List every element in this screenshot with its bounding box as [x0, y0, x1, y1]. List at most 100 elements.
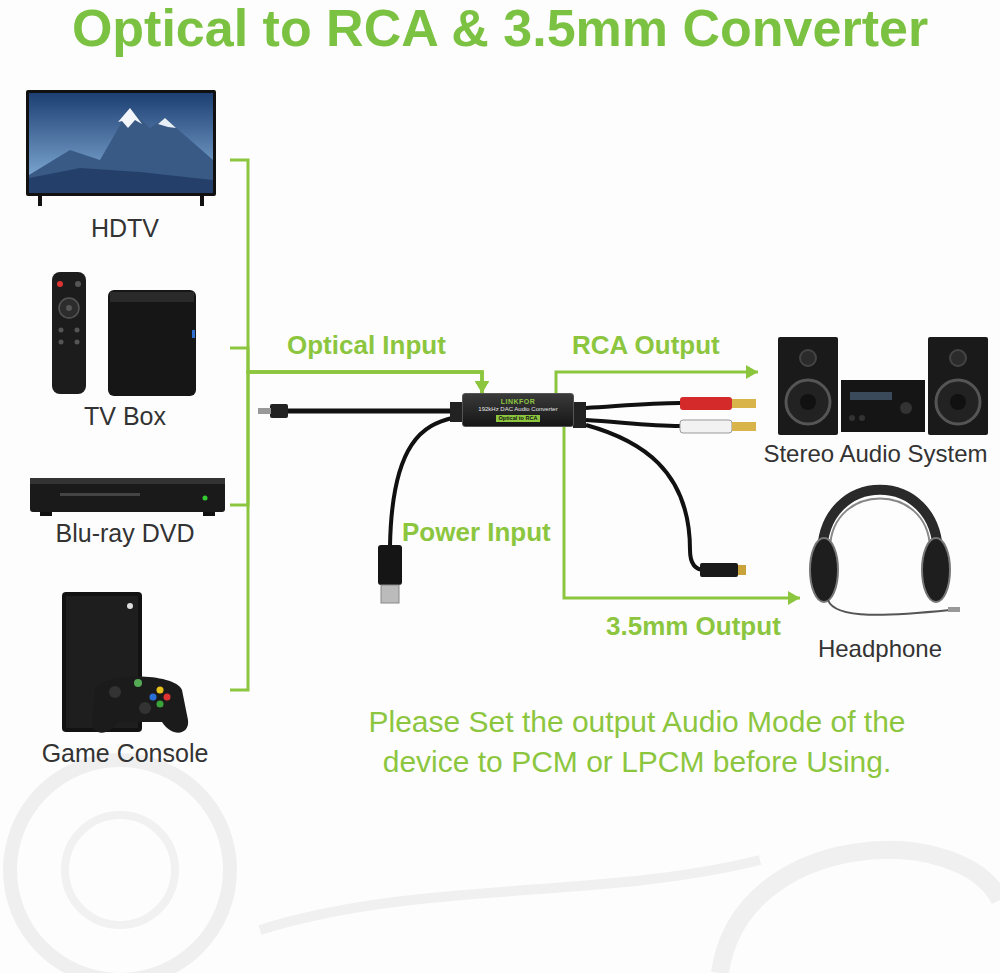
- stereo-system-picture-part: [849, 415, 855, 421]
- arrow-head: [475, 381, 489, 393]
- hdtv-picture-part: [118, 108, 142, 128]
- device-node: TV Box: [20, 268, 230, 433]
- headphone-picture-part: [828, 600, 950, 615]
- background-decoration-part: [65, 815, 175, 925]
- game-console-picture-part: [92, 677, 188, 733]
- hdtv-picture-part: [29, 108, 213, 193]
- converter-cables-part: [381, 585, 399, 603]
- signal-connector: [230, 160, 489, 393]
- converter-cables-part: [732, 422, 756, 431]
- converter-cables-part: [732, 399, 756, 408]
- signal-connector: [556, 365, 758, 393]
- converter-cables-part: [700, 563, 738, 577]
- tv-box-picture-part: [59, 328, 64, 333]
- blu-ray-picture-part: [203, 512, 215, 516]
- tv-box-picture-part: [75, 281, 81, 287]
- tv-box-picture: [52, 272, 196, 396]
- device-node: HDTV: [20, 85, 230, 245]
- blu-ray-picture-part: [30, 478, 225, 484]
- port-label: Power Input: [402, 518, 551, 548]
- blu-ray-picture-part: [60, 493, 140, 496]
- hdtv-picture-part: [200, 196, 204, 206]
- arrow-head: [475, 381, 489, 393]
- arrow-head: [475, 381, 489, 393]
- headphone-picture-part: [830, 499, 930, 549]
- device-label: HDTV: [91, 214, 159, 243]
- arrow-head: [746, 365, 758, 379]
- port-label: Optical Input: [287, 331, 446, 361]
- converter-cables-part: [286, 409, 452, 414]
- edge-label: RCA Output: [572, 331, 720, 361]
- tv-box-picture-part: [52, 272, 86, 394]
- blu-ray-picture-part: [40, 512, 52, 516]
- background-decoration-part: [260, 860, 760, 930]
- device-node: Stereo Audio System: [758, 330, 993, 470]
- converter-cables: [258, 397, 756, 603]
- tv-box-picture-part: [192, 330, 195, 338]
- tv-box-picture-part: [66, 305, 72, 311]
- diagram-title: Optical to RCA & 3.5mm Converter: [0, 0, 1000, 58]
- game-console-picture-part: [139, 702, 151, 714]
- device-label: Blu-ray DVD: [56, 519, 195, 548]
- headphone-picture-part: [922, 538, 950, 602]
- hdtv-picture-part: [158, 118, 176, 128]
- stereo-system-picture-part: [850, 392, 892, 400]
- hdtv-picture: [26, 90, 216, 206]
- game-console-picture-part: [164, 694, 171, 701]
- converter-cables-part: [680, 420, 732, 433]
- converter-cables-part: [586, 420, 680, 426]
- blu-ray-picture: [30, 478, 225, 516]
- device-node: Headphone: [800, 480, 960, 665]
- stereo-system-picture-part: [778, 337, 838, 435]
- background-decoration-part: [10, 760, 230, 973]
- hdtv-picture-part: [29, 168, 213, 193]
- converter-text: 192kHz DAC Audio Converter: [478, 406, 557, 413]
- tv-box-picture-part: [108, 290, 196, 396]
- connector-line: [230, 372, 482, 505]
- stereo-system-picture-part: [900, 402, 912, 414]
- game-console-picture-part: [157, 701, 164, 708]
- arrow-head: [788, 591, 800, 605]
- game-console-picture-part: [134, 679, 142, 687]
- device-label: Game Console: [42, 739, 209, 768]
- blu-ray-picture-part: [30, 478, 225, 512]
- converter-cables-part: [586, 425, 705, 570]
- device-label: Headphone: [818, 635, 942, 663]
- device-label: TV Box: [84, 402, 166, 431]
- headphone-picture-part: [810, 538, 838, 602]
- headphone-picture-part: [948, 607, 960, 612]
- game-console-picture-part: [127, 603, 133, 609]
- stereo-system-picture: [778, 337, 988, 435]
- stereo-system-picture-part: [928, 337, 988, 435]
- tv-box-picture-part: [110, 292, 194, 302]
- hdtv-picture-part: [38, 196, 42, 206]
- headphone-picture: [810, 490, 960, 615]
- hdtv-picture-part: [26, 90, 216, 196]
- device-node: Blu-ray DVD: [20, 465, 230, 550]
- stereo-system-picture-part: [786, 380, 830, 424]
- stereo-system-picture-part: [800, 394, 816, 410]
- edge-label: 3.5mm Output: [606, 612, 781, 642]
- blu-ray-picture-part: [203, 496, 208, 501]
- converter-text: Optical to RCA: [496, 415, 541, 422]
- converter-cables-part: [586, 403, 680, 408]
- stereo-system-picture-part: [841, 380, 925, 432]
- device-node: Game Console: [20, 580, 230, 770]
- stereo-system-picture-part: [936, 380, 980, 424]
- game-console-picture-part: [109, 686, 121, 698]
- converter-cables-part: [378, 545, 402, 585]
- tv-box-picture-part: [59, 340, 64, 345]
- headphone-picture-part: [822, 490, 938, 555]
- converter-cables-part: [270, 404, 288, 418]
- converter-cables-part: [258, 408, 271, 414]
- stereo-system-picture-part: [950, 394, 966, 410]
- connector-line: [230, 160, 482, 393]
- game-console-picture: [62, 592, 188, 733]
- stereo-system-picture-part: [950, 350, 966, 366]
- converter-box: LINKFOR192kHz DAC Audio ConverterOptical…: [462, 393, 574, 427]
- converter-text: LINKFOR: [501, 398, 536, 406]
